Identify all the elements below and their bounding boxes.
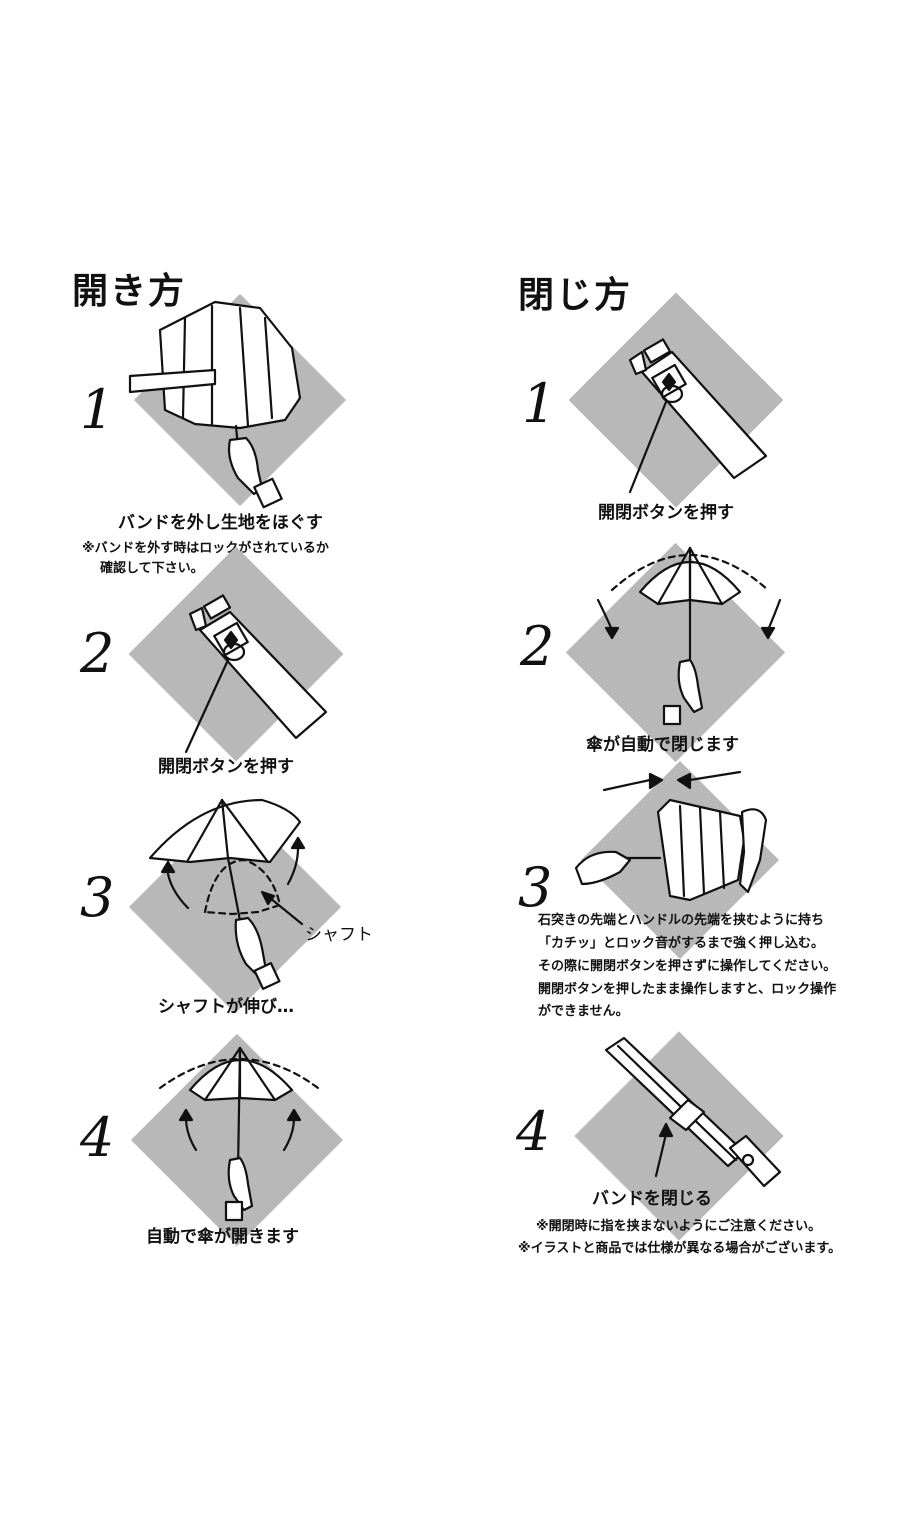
- step-note-line: その際に開閉ボタンを押さずに操作してください。: [538, 959, 837, 974]
- step-note-line: 「カチッ」とロック音がするまで強く押し込む。: [538, 936, 825, 951]
- step-number: 1: [80, 378, 115, 441]
- step-number: 2: [520, 615, 555, 678]
- step-note-line: ※バンドを外す時はロックがされているか: [82, 541, 329, 556]
- shaft-label: シャフト: [305, 925, 373, 945]
- step-caption: バンドを外し生地をほぐす: [118, 513, 323, 533]
- step-note-line: ※開閉時に指を挟まないようにご注意ください。: [536, 1219, 822, 1234]
- step-caption: 開閉ボタンを押す: [158, 757, 294, 777]
- step-note-line: 開閉ボタンを押したまま操作しますと、ロック操作: [538, 982, 837, 997]
- open-section-title: 開き方: [72, 271, 187, 312]
- step-number: 4: [80, 1106, 115, 1169]
- step-number: 4: [516, 1100, 551, 1163]
- close-section-title: 閉じ方: [518, 275, 633, 316]
- step-caption: バンドを閉じる: [592, 1189, 712, 1209]
- step-number: 3: [80, 866, 115, 929]
- step-number: 3: [518, 856, 553, 919]
- step-note-line: 確認して下さい。: [100, 561, 204, 576]
- step-caption: 傘が自動で閉じます: [586, 735, 739, 755]
- step-note-line: 石突きの先端とハンドルの先端を挟むように持ち: [538, 913, 825, 928]
- step-note-line: ができません。: [538, 1004, 629, 1019]
- step-caption: シャフトが伸び…: [158, 997, 294, 1017]
- step-number: 1: [522, 372, 557, 435]
- step-number: 2: [80, 622, 115, 685]
- step-note-line: ※イラストと商品では仕様が異なる場合がございます。: [518, 1241, 842, 1256]
- step-caption: 自動で傘が開きます: [146, 1227, 299, 1247]
- step-caption: 開閉ボタンを押す: [598, 503, 734, 523]
